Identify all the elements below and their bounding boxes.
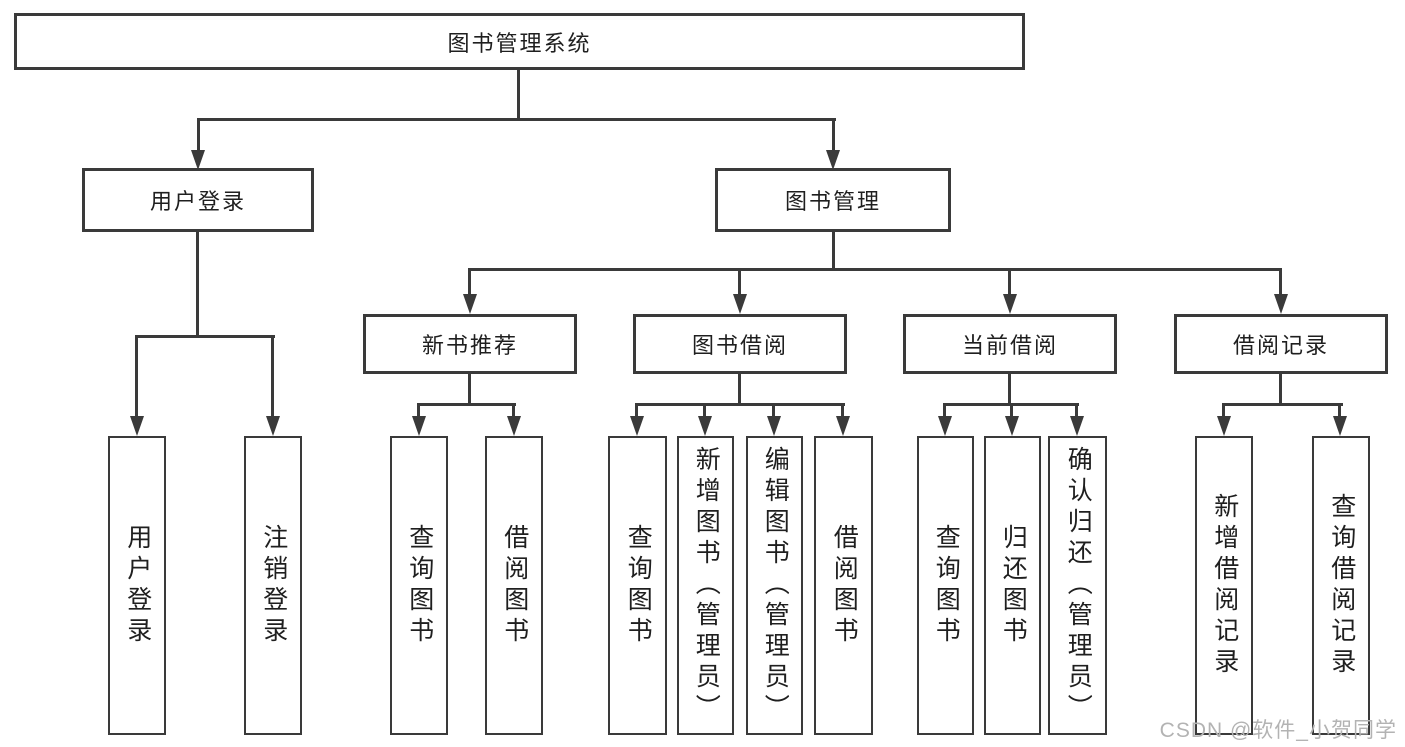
leaf-logout-label: 注销登录 <box>259 523 288 648</box>
connector-new-book-recommend-branch <box>417 403 516 406</box>
node-book-borrow: 图书借阅 <box>633 314 847 374</box>
connector-drop-query-record <box>1338 404 1341 418</box>
leaf-query-book-recommend: 查询图书 <box>390 436 448 735</box>
leaf-confirm-return-admin-label: 确认归还（管理员） <box>1064 446 1093 725</box>
leaf-query-book-borrow-label: 查询图书 <box>624 523 653 648</box>
node-borrow-records: 借阅记录 <box>1174 314 1388 374</box>
arrowhead-borrow-book-b <box>836 416 850 436</box>
arrowhead-add-record <box>1217 416 1231 436</box>
node-book-management: 图书管理 <box>715 168 951 232</box>
leaf-edit-book-admin-label: 编辑图书（管理员） <box>761 446 790 725</box>
connector-drop-add-book <box>703 404 706 418</box>
leaf-add-borrow-record: 新增借阅记录 <box>1195 436 1253 735</box>
connector-book-borrow-stem <box>738 374 741 405</box>
arrowhead-query-book-b <box>630 416 644 436</box>
node-root-label: 图书管理系统 <box>447 30 592 56</box>
connector-level2-branch <box>197 118 836 121</box>
leaf-query-book-current: 查询图书 <box>917 436 974 735</box>
node-book-borrow-label: 图书借阅 <box>691 333 788 358</box>
leaf-query-book-borrow: 查询图书 <box>608 436 667 735</box>
connector-drop-query-book-b <box>635 404 638 418</box>
connector-book-management-stem <box>832 232 835 270</box>
node-current-borrow-label: 当前借阅 <box>961 333 1058 358</box>
leaf-borrow-book: 借阅图书 <box>814 436 873 735</box>
arrowhead-query-book-c <box>938 416 952 436</box>
arrowhead-add-book <box>698 416 712 436</box>
connector-drop-book-borrow <box>738 269 741 295</box>
leaf-edit-book-admin: 编辑图书（管理员） <box>746 436 803 735</box>
arrowhead-return-book <box>1005 416 1019 436</box>
arrowhead-query-book-a <box>412 416 426 436</box>
connector-drop-current-borrow <box>1008 269 1011 295</box>
leaf-query-borrow-record-label: 查询借阅记录 <box>1327 492 1356 679</box>
connector-drop-logout-leaf <box>271 336 274 417</box>
connector-drop-edit-book <box>772 404 775 418</box>
leaf-logout: 注销登录 <box>244 436 302 735</box>
leaf-borrow-book-recommend: 借阅图书 <box>485 436 543 735</box>
node-book-management-label: 图书管理 <box>784 189 881 214</box>
arrowhead-login-leaf <box>130 416 144 436</box>
connector-drop-new-book-recommend <box>468 269 471 295</box>
leaf-add-borrow-record-label: 新增借阅记录 <box>1210 492 1239 679</box>
leaf-user-login-label: 用户登录 <box>123 523 152 648</box>
arrowhead-user-login <box>191 150 205 170</box>
connector-drop-book-management <box>832 119 835 153</box>
node-new-book-recommend-label: 新书推荐 <box>421 333 518 358</box>
node-borrow-records-label: 借阅记录 <box>1232 333 1329 358</box>
arrowhead-current-borrow <box>1003 294 1017 314</box>
leaf-add-book-admin-label: 新增图书（管理员） <box>692 446 721 725</box>
connector-drop-borrow-records <box>1279 269 1282 295</box>
connector-drop-confirm-return <box>1075 404 1078 418</box>
node-user-login-label: 用户登录 <box>149 189 246 214</box>
connector-borrow-records-branch <box>1222 403 1343 406</box>
arrowhead-edit-book <box>767 416 781 436</box>
connector-drop-login-leaf <box>135 336 138 417</box>
watermark: CSDN @软件_小贺同学 <box>1159 719 1397 742</box>
leaf-return-book-label: 归还图书 <box>999 523 1028 648</box>
connector-drop-query-book-c <box>943 404 946 418</box>
connector-drop-user-login <box>197 119 200 153</box>
arrowhead-new-book-recommend <box>463 294 477 314</box>
connector-drop-query-book-a <box>417 404 420 418</box>
arrowhead-confirm-return <box>1070 416 1084 436</box>
connector-borrow-records-stem <box>1279 374 1282 405</box>
leaf-query-book-current-label: 查询图书 <box>932 523 961 648</box>
connector-drop-borrow-book-a <box>512 404 515 418</box>
leaf-borrow-book-label: 借阅图书 <box>830 523 859 648</box>
arrowhead-query-record <box>1333 416 1347 436</box>
arrowhead-book-borrow <box>733 294 747 314</box>
leaf-user-login: 用户登录 <box>108 436 166 735</box>
arrowhead-borrow-book-a <box>507 416 521 436</box>
leaf-confirm-return-admin: 确认归还（管理员） <box>1048 436 1107 735</box>
node-new-book-recommend: 新书推荐 <box>363 314 577 374</box>
arrowhead-logout-leaf <box>266 416 280 436</box>
leaf-query-borrow-record: 查询借阅记录 <box>1312 436 1370 735</box>
connector-level3-branch <box>468 268 1282 271</box>
leaf-return-book: 归还图书 <box>984 436 1041 735</box>
node-root: 图书管理系统 <box>14 13 1025 70</box>
connector-book-borrow-branch <box>635 403 845 406</box>
node-user-login: 用户登录 <box>82 168 314 232</box>
leaf-query-book-recommend-label: 查询图书 <box>405 523 434 648</box>
connector-current-borrow-stem <box>1008 374 1011 405</box>
arrowhead-book-management <box>826 150 840 170</box>
arrowhead-borrow-records <box>1274 294 1288 314</box>
connector-user-login-branch <box>135 335 275 338</box>
connector-drop-add-record <box>1222 404 1225 418</box>
leaf-add-book-admin: 新增图书（管理员） <box>677 436 734 735</box>
connector-user-login-stem <box>196 232 199 337</box>
connector-drop-return-book <box>1010 404 1013 418</box>
node-current-borrow: 当前借阅 <box>903 314 1117 374</box>
connector-drop-borrow-book-b <box>841 404 844 418</box>
connector-new-book-recommend-stem <box>468 374 471 405</box>
connector-root-stem <box>517 70 520 119</box>
leaf-borrow-book-recommend-label: 借阅图书 <box>500 523 529 648</box>
